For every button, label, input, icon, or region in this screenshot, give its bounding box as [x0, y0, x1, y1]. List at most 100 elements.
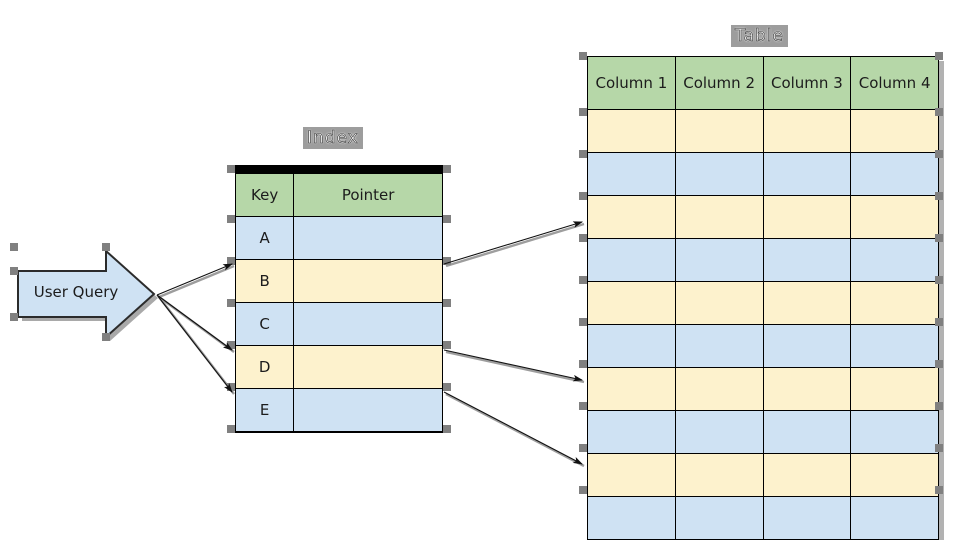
resize-handle[interactable] [579, 276, 587, 284]
data-cell [762, 152, 852, 196]
resize-handle[interactable] [227, 383, 235, 391]
resize-handle[interactable] [227, 257, 235, 265]
resize-handle[interactable] [579, 52, 587, 60]
resize-handle[interactable] [579, 150, 587, 158]
resize-handle[interactable] [935, 402, 943, 410]
resize-handle[interactable] [227, 299, 235, 307]
table-row[interactable] [587, 367, 939, 411]
table-row[interactable]: E [234, 388, 443, 432]
resize-handle[interactable] [102, 333, 110, 341]
data-header-column-3: Column 3 [762, 56, 852, 110]
table-row[interactable] [587, 195, 939, 239]
resize-handle[interactable] [935, 318, 943, 326]
data-cell [587, 324, 676, 368]
resize-handle[interactable] [10, 313, 18, 321]
data-cell [762, 496, 852, 540]
data-cell [674, 238, 764, 282]
resize-handle[interactable] [227, 425, 235, 433]
resize-handle[interactable] [443, 257, 451, 265]
data-cell [850, 109, 939, 153]
data-table[interactable]: Column 1 Column 2 Column 3 Column 4 [587, 56, 939, 540]
data-cell [587, 152, 676, 196]
data-cell [587, 195, 676, 239]
data-cell [850, 367, 939, 411]
resize-handle[interactable] [579, 486, 587, 494]
data-cell [674, 496, 764, 540]
resize-handle[interactable] [935, 52, 943, 60]
resize-handle[interactable] [579, 402, 587, 410]
index-table[interactable]: Key Pointer A B C D [234, 173, 443, 432]
resize-handle[interactable] [579, 234, 587, 242]
resize-handle[interactable] [10, 267, 18, 275]
resize-handle[interactable] [227, 165, 235, 173]
table-row[interactable] [587, 496, 939, 540]
connector-query-to-key-b [156, 263, 234, 296]
resize-handle[interactable] [443, 215, 451, 223]
index-header-pointer: Pointer [293, 173, 443, 217]
data-cell [762, 453, 852, 497]
resize-handle[interactable] [102, 243, 110, 251]
index-cell-key: A [234, 216, 295, 260]
data-cell [587, 238, 676, 282]
resize-handle[interactable] [935, 360, 943, 368]
resize-handle[interactable] [579, 108, 587, 116]
resize-handle[interactable] [579, 360, 587, 368]
index-cell-key: B [234, 259, 295, 303]
resize-handle[interactable] [579, 318, 587, 326]
table-row[interactable] [587, 109, 939, 153]
data-cell [850, 324, 939, 368]
data-cell [587, 367, 676, 411]
data-cell [762, 324, 852, 368]
table-row[interactable]: C [234, 302, 443, 346]
data-cell [674, 453, 764, 497]
table-row[interactable]: B [234, 259, 443, 303]
data-cell [850, 238, 939, 282]
table-row[interactable] [587, 410, 939, 454]
resize-handle[interactable] [579, 192, 587, 200]
resize-handle[interactable] [443, 299, 451, 307]
data-header-column-2: Column 2 [674, 56, 764, 110]
resize-handle[interactable] [443, 165, 451, 173]
resize-handle[interactable] [227, 341, 235, 349]
index-table-group[interactable]: Key Pointer A B C D [227, 165, 451, 433]
connector-key-b-to-row-3 [443, 221, 584, 265]
table-row[interactable] [587, 453, 939, 497]
table-row[interactable] [587, 324, 939, 368]
resize-handle[interactable] [935, 234, 943, 242]
connector-key-e-to-row-9 [443, 391, 583, 465]
data-header-row: Column 1 Column 2 Column 3 Column 4 [587, 56, 939, 110]
user-query-arrow-shape [17, 248, 158, 341]
index-cell-pointer [293, 259, 443, 303]
index-cell-pointer [293, 388, 443, 432]
resize-handle[interactable] [443, 425, 451, 433]
resize-handle[interactable] [935, 486, 943, 494]
data-cell [850, 496, 939, 540]
resize-handle[interactable] [579, 444, 587, 452]
resize-handle[interactable] [935, 192, 943, 200]
data-cell [850, 410, 939, 454]
table-row[interactable]: A [234, 216, 443, 260]
table-row[interactable] [587, 238, 939, 282]
index-cell-key: D [234, 345, 295, 389]
table-row[interactable] [587, 152, 939, 196]
resize-handle[interactable] [935, 108, 943, 116]
resize-handle[interactable] [935, 150, 943, 158]
resize-handle[interactable] [935, 444, 943, 452]
resize-handle[interactable] [227, 215, 235, 223]
table-row[interactable] [587, 281, 939, 325]
resize-handle[interactable] [10, 243, 18, 251]
resize-handle[interactable] [443, 341, 451, 349]
data-cell [587, 281, 676, 325]
user-query-arrow[interactable]: User Query [10, 243, 158, 341]
index-cell-pointer [293, 345, 443, 389]
table-row[interactable]: D [234, 345, 443, 389]
index-cell-key: E [234, 388, 295, 432]
index-cell-pointer [293, 216, 443, 260]
user-query-body [17, 248, 156, 340]
resize-handle[interactable] [935, 276, 943, 284]
resize-handle[interactable] [443, 383, 451, 391]
data-cell [762, 195, 852, 239]
data-cell [674, 152, 764, 196]
connector-query-to-key-e [156, 294, 233, 393]
